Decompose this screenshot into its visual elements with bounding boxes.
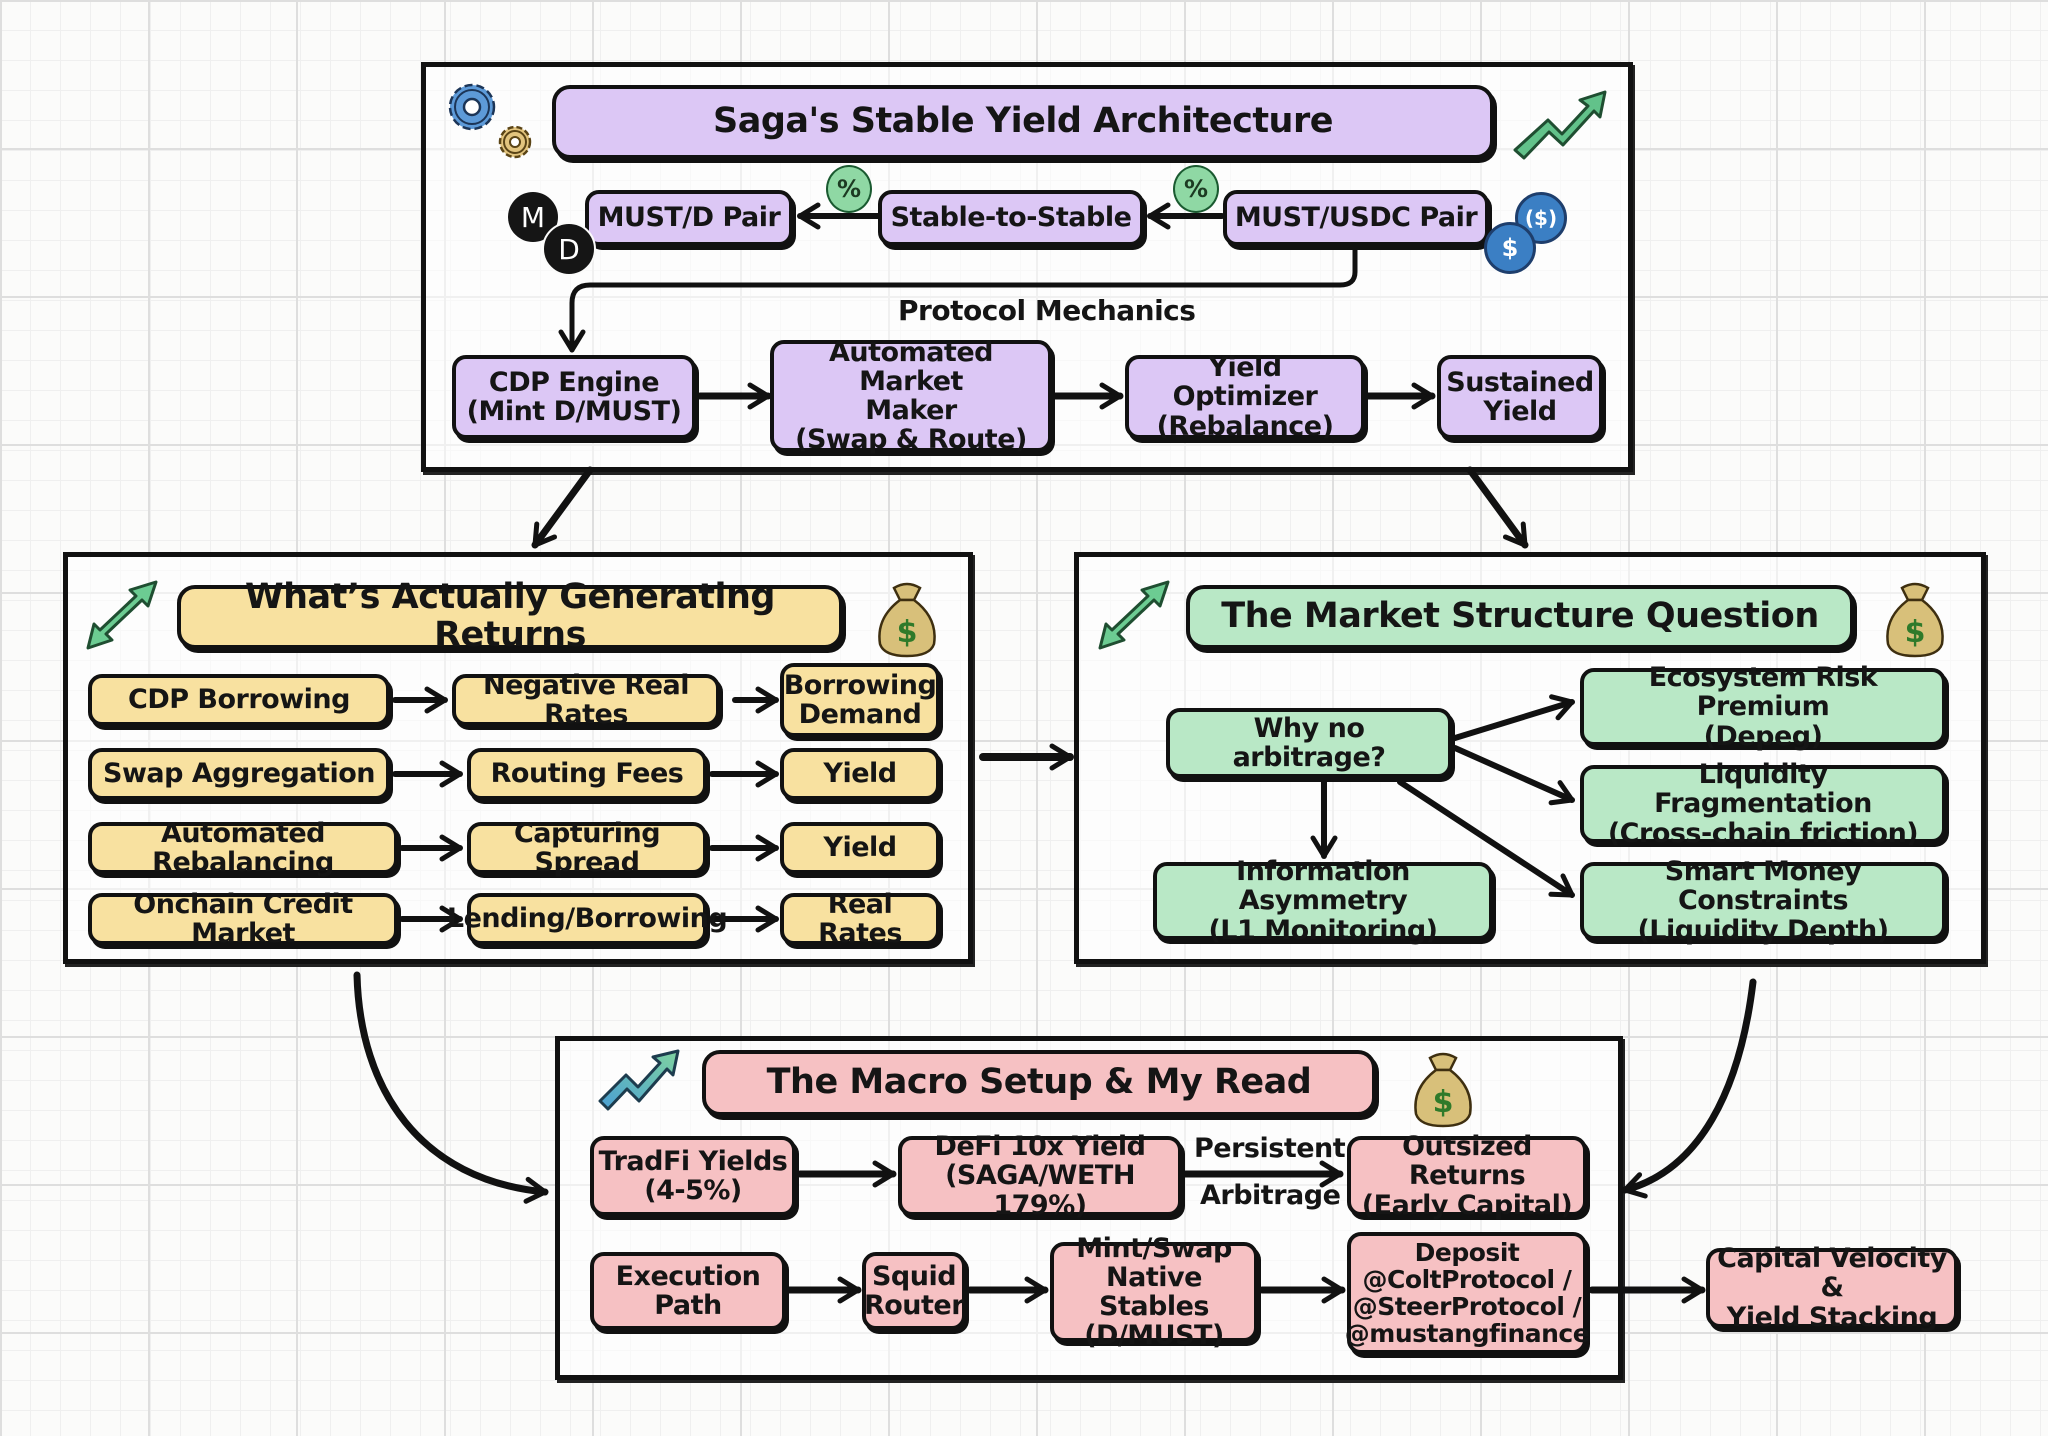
arrow-market-to-macro <box>1621 978 1757 1199</box>
macro-capital-velocity: Capital Velocity & Yield Stacking <box>1706 1244 1958 1332</box>
top-panel-title: Saga's Stable Yield Architecture <box>552 85 1494 159</box>
arrow-label-arbitrage: Arbitrage <box>1200 1180 1341 1211</box>
returns-swap-aggregation: Swap Aggregation <box>88 748 390 800</box>
returns-capturing-spread: Capturing Spread <box>467 819 707 877</box>
d-coin-icon: D <box>542 222 596 276</box>
section-label-protocol-mechanics: Protocol Mechanics <box>898 294 1196 327</box>
trending-up-icon <box>1513 90 1607 160</box>
money-bag-icon: $ <box>1880 578 1950 662</box>
market-reason-smart-money: Smart Money Constraints (Liquidity Depth… <box>1580 857 1946 945</box>
money-bag-icon: $ <box>872 578 942 662</box>
arrow-returns-to-macro <box>353 971 549 1204</box>
money-bag-icon: $ <box>1408 1048 1478 1132</box>
mechanic-yield-optimizer: Yield Optimizer (Rebalance) <box>1125 353 1365 441</box>
pair-must-d: MUST/D Pair <box>585 190 793 246</box>
macro-tradfi-yields: TradFi Yields (4-5%) <box>590 1136 796 1216</box>
mechanic-sustained-yield: Sustained Yield <box>1437 355 1603 439</box>
returns-yield-1: Yield <box>780 748 940 800</box>
market-question-why-no-arbitrage: Why no arbitrage? <box>1166 708 1452 778</box>
returns-onchain-credit-market: Onchain Credit Market <box>88 890 398 948</box>
percent-badge-icon: % <box>826 165 872 213</box>
returns-routing-fees: Routing Fees <box>467 748 707 800</box>
macro-execution-path: Execution Path <box>590 1252 786 1330</box>
returns-borrowing-demand: Borrowing Demand <box>780 663 940 737</box>
svg-text:$: $ <box>1433 1085 1454 1120</box>
arrow-top-to-returns <box>531 466 594 549</box>
gear-small-icon <box>498 125 532 159</box>
percent-badge-icon: % <box>1173 165 1219 213</box>
returns-lending-borrowing: Lending/Borrowing <box>447 893 728 945</box>
macro-outsized-returns: Outsized Returns (Early Capital) <box>1347 1132 1587 1220</box>
returns-yield-2: Yield <box>780 822 940 874</box>
returns-negative-real-rates: Negative Real Rates <box>452 671 720 729</box>
arrow-top-to-market <box>1466 466 1529 549</box>
market-reason-ecosystem-risk: Ecosystem Risk Premium (Depeg) <box>1580 663 1946 751</box>
market-reason-information-asymmetry: Information Asymmetry (L1 Monitoring) <box>1153 857 1493 945</box>
double-arrow-icon <box>1098 580 1170 650</box>
macro-defi-10x-yield: DeFi 10x Yield (SAGA/WETH 179%) <box>898 1132 1182 1220</box>
market-reason-liquidity-fragmentation: Liquidity Fragmentation (Cross-chain fri… <box>1580 760 1946 848</box>
returns-real-rates: Real Rates <box>780 890 940 948</box>
dollar-coin-icon: $ <box>1484 222 1536 274</box>
arrow-label-persistent: Persistent <box>1194 1133 1346 1164</box>
usdc-coin-icon: ($) <box>1515 192 1567 244</box>
macro-panel-title: The Macro Setup & My Read <box>702 1050 1376 1116</box>
macro-deposit-protocols: Deposit @ColtProtocol / @SteerProtocol /… <box>1345 1232 1590 1354</box>
mechanic-amm: Automated Market Maker (Swap & Route) <box>770 338 1052 454</box>
returns-automated-rebalancing: Automated Rebalancing <box>88 819 398 877</box>
mechanic-cdp-engine: CDP Engine (Mint D/MUST) <box>452 355 696 439</box>
market-panel-title: The Market Structure Question <box>1186 585 1854 649</box>
pair-stable-to-stable: Stable-to-Stable <box>878 190 1144 246</box>
returns-panel-title: What’s Actually Generating Returns <box>177 578 843 654</box>
trending-up-icon <box>598 1049 680 1111</box>
gear-large-icon <box>448 83 496 131</box>
double-arrow-icon <box>86 580 158 650</box>
svg-text:$: $ <box>1905 615 1926 650</box>
macro-squid-router: Squid Router <box>862 1252 966 1330</box>
returns-cdp-borrowing: CDP Borrowing <box>88 674 390 726</box>
gears-icon <box>448 83 532 159</box>
macro-mint-swap-native-stables: Mint/Swap Native Stables (D/MUST) <box>1050 1234 1258 1350</box>
svg-text:$: $ <box>897 615 918 650</box>
pair-must-usdc: MUST/USDC Pair <box>1223 190 1489 246</box>
